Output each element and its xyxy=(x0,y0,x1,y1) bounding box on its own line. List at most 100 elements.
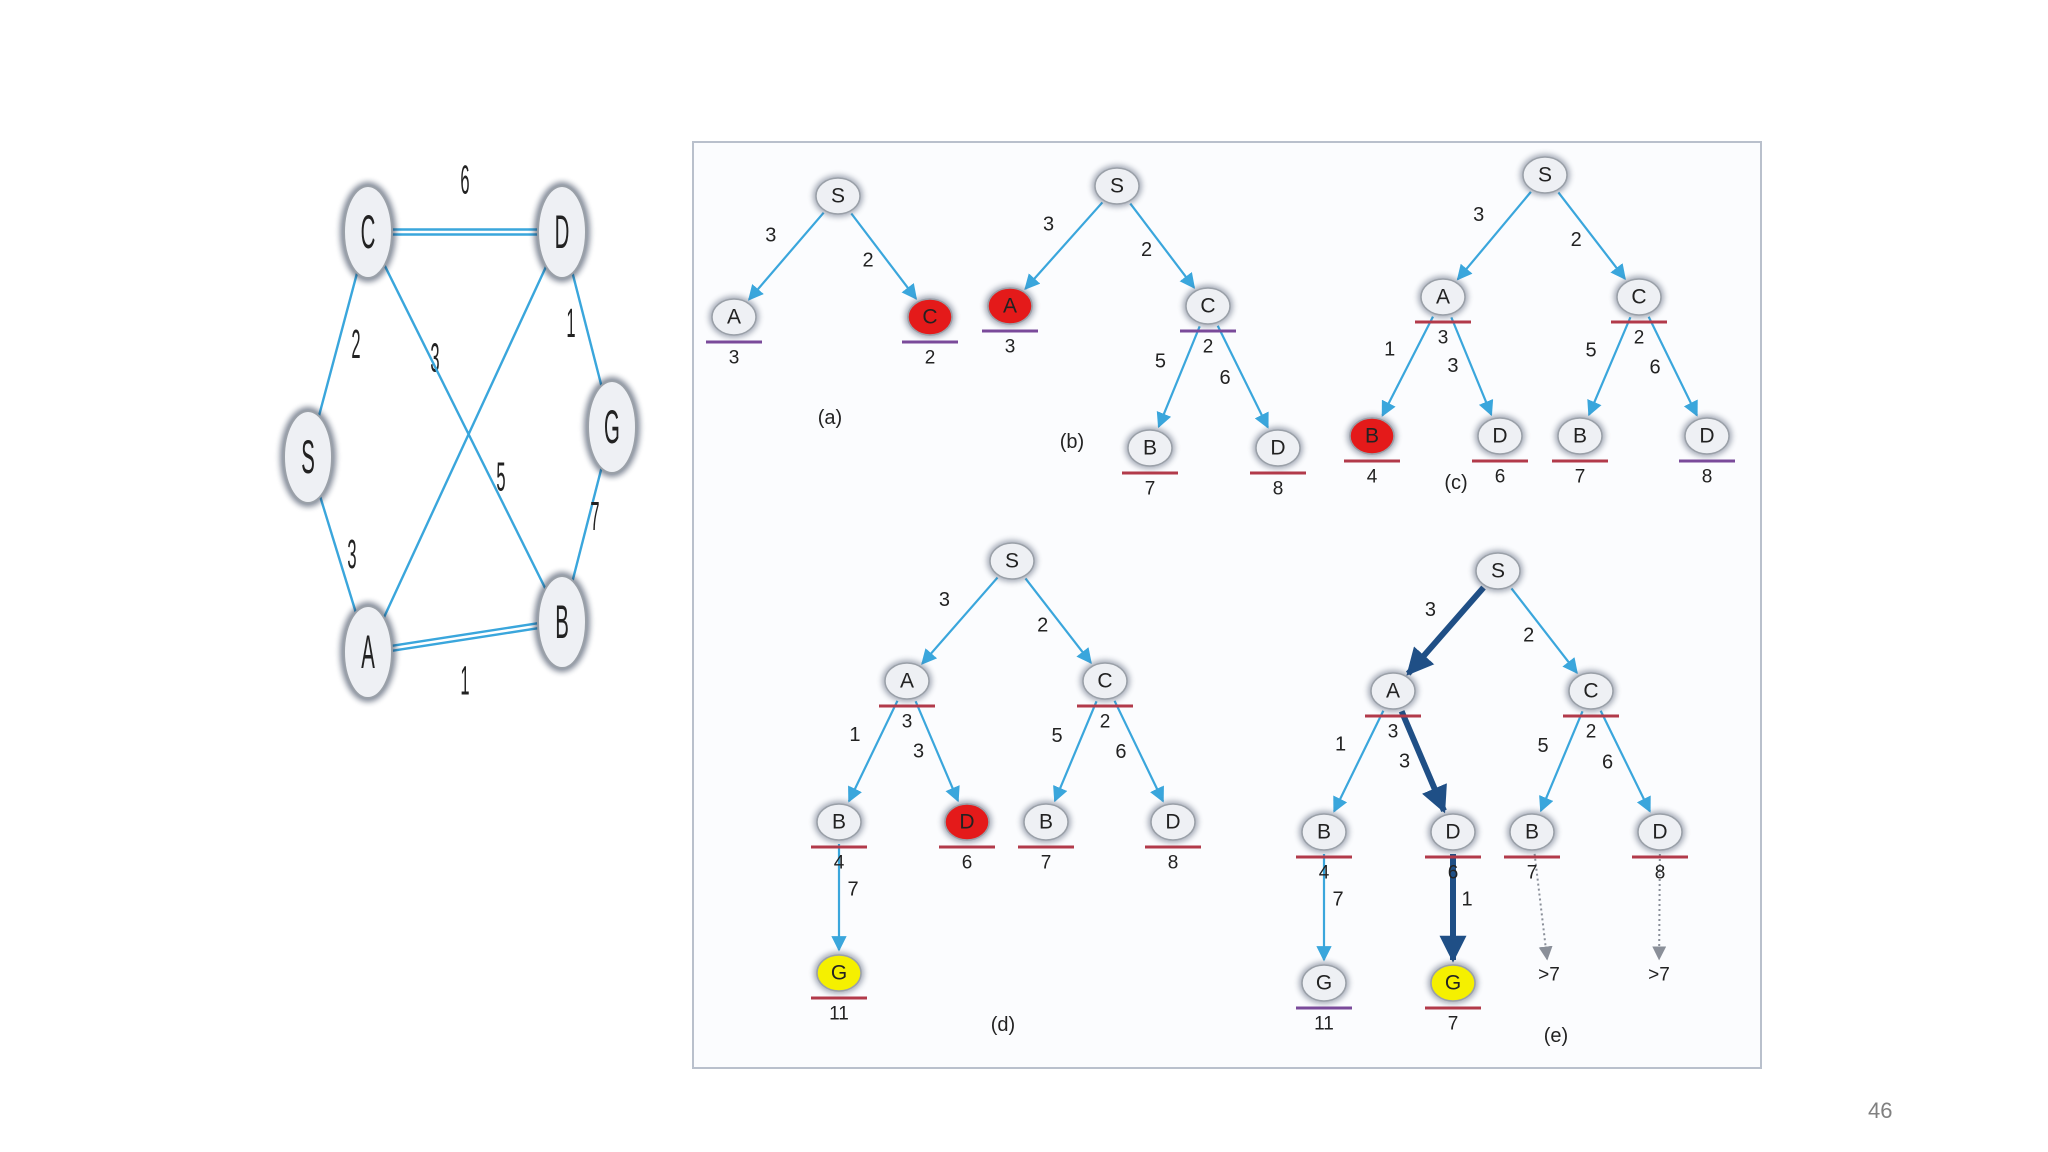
tree-e-node-A xyxy=(1370,672,1416,710)
tree-e-edge-weight-A-D1: 3 xyxy=(1399,750,1410,772)
tree-e-bound-X1: >7 xyxy=(1538,965,1560,986)
tree-e-node-label-S: S xyxy=(1491,560,1505,583)
tree-c-edge-weight-C-B2: 5 xyxy=(1586,340,1597,362)
tree-e-edge-weight-A-B1: 1 xyxy=(1335,734,1346,756)
tree-a-node-C xyxy=(907,298,953,336)
tree-a-cost-A: 3 xyxy=(729,348,740,369)
tree-c-edge-weight-S-A: 3 xyxy=(1473,204,1484,226)
graph-edge-weight-S-A: 3 xyxy=(347,532,356,578)
tree-e-edge-S-A xyxy=(1405,585,1486,676)
tree-d-edge-S-C xyxy=(1024,577,1092,665)
tree-a-edge-S-A xyxy=(747,211,825,301)
tree-b-caption: (b) xyxy=(1060,431,1084,453)
tree-e-node-label-C: C xyxy=(1583,680,1598,703)
tree-e-edge-weight-C-D2: 6 xyxy=(1602,751,1613,773)
tree-e-edge-weight-B1-G1: 7 xyxy=(1332,889,1343,911)
graph-edge-weight-S-C: 2 xyxy=(351,322,360,368)
tree-c-cost-D1: 6 xyxy=(1495,467,1506,488)
tree-e-edge-A-D1 xyxy=(1398,710,1447,814)
graph-edge-weight-B-G: 7 xyxy=(590,494,599,540)
tree-c-edge-A-B1 xyxy=(1381,316,1434,417)
tree-d-node-label-G: G xyxy=(831,962,847,985)
tree-c-edge-S-C xyxy=(1557,191,1626,281)
tree-b-node-S xyxy=(1094,167,1140,205)
tree-e-node-D2 xyxy=(1637,813,1683,851)
tree-d-edge-A-D1 xyxy=(914,700,960,803)
tree-c-node-label-D1: D xyxy=(1492,425,1507,448)
tree-c-edge-weight-C-D2: 6 xyxy=(1649,356,1660,378)
tree-d-cost-C: 2 xyxy=(1100,712,1111,733)
tree-b-node-D xyxy=(1255,429,1301,467)
tree-a-cost-C: 2 xyxy=(925,348,936,369)
tree-a-node-label-A: A xyxy=(727,306,741,329)
tree-e-node-label-B2: B xyxy=(1525,821,1539,844)
tree-d-node-S xyxy=(989,542,1035,580)
tree-e-cost-B1: 4 xyxy=(1319,863,1330,884)
graph-node-G xyxy=(587,380,637,474)
tree-e-node-label-D1: D xyxy=(1445,821,1460,844)
tree-d-node-label-C: C xyxy=(1097,670,1112,693)
tree-a-node-label-S: S xyxy=(831,185,845,208)
tree-c-edge-weight-A-D1: 3 xyxy=(1447,355,1458,377)
tree-d-node-label-D2: D xyxy=(1165,811,1180,834)
tree-c-node-label-A: A xyxy=(1436,286,1450,309)
tree-c-edge-S-A xyxy=(1456,191,1532,281)
tree-c-node-S xyxy=(1522,156,1568,194)
tree-e-edge-S-C xyxy=(1510,587,1578,675)
graph-node-label-B: B xyxy=(555,595,569,648)
tree-e-node-G2 xyxy=(1430,964,1476,1002)
tree-d-edge-weight-C-D2: 6 xyxy=(1115,741,1126,763)
tree-e-caption: (e) xyxy=(1544,1025,1568,1047)
graph-edge-S-C xyxy=(317,272,359,417)
graph-node-label-C: C xyxy=(361,205,376,258)
tree-e-cost-D2: 8 xyxy=(1655,863,1666,884)
tree-e-node-label-G2: G xyxy=(1445,972,1461,995)
tree-d-node-label-S: S xyxy=(1005,550,1019,573)
tree-c-node-D2 xyxy=(1684,417,1730,455)
tree-c-edge-C-B2 xyxy=(1587,316,1632,417)
tree-e-cost-A: 3 xyxy=(1388,722,1399,743)
tree-e-edge-weight-S-A: 3 xyxy=(1425,599,1436,621)
tree-d-node-label-B2: B xyxy=(1039,811,1053,834)
graph-node-label-G: G xyxy=(604,400,620,453)
tree-e-edge-weight-D1-G2: 1 xyxy=(1461,889,1472,911)
tree-a-edge-weight-S-C: 2 xyxy=(863,250,874,272)
tree-c-cost-B2: 7 xyxy=(1575,467,1586,488)
tree-e-edge-A-B1 xyxy=(1333,710,1385,813)
tree-b-cost-D: 8 xyxy=(1273,479,1284,500)
tree-e-node-D1 xyxy=(1430,813,1476,851)
tree-c-node-label-B2: B xyxy=(1573,425,1587,448)
graph-edge-A-B-second-line xyxy=(391,627,539,652)
tree-c-node-label-C: C xyxy=(1631,286,1646,309)
tree-e-node-label-D2: D xyxy=(1652,821,1667,844)
tree-b-node-A xyxy=(987,287,1033,325)
tree-d-node-label-B1: B xyxy=(832,811,846,834)
tree-e-cost-B2: 7 xyxy=(1527,863,1538,884)
tree-d-node-C xyxy=(1082,662,1128,700)
tree-d-caption: (d) xyxy=(991,1014,1015,1036)
tree-d-node-G xyxy=(816,954,862,992)
graph-edge-weight-A-B: 1 xyxy=(460,658,469,704)
tree-e-node-label-B1: B xyxy=(1317,821,1331,844)
tree-b-edge-C-D xyxy=(1216,325,1269,429)
tree-d-node-label-A: A xyxy=(900,670,914,693)
tree-c-edge-A-D1 xyxy=(1450,316,1494,417)
tree-e-node-B1 xyxy=(1301,813,1347,851)
tree-d-cost-B2: 7 xyxy=(1041,853,1052,874)
graph-node-S xyxy=(283,410,333,504)
tree-c-cost-C: 2 xyxy=(1634,328,1645,349)
tree-b-edge-weight-C-D: 6 xyxy=(1219,367,1230,389)
tree-c-cost-A: 3 xyxy=(1438,328,1449,349)
tree-c-node-D1 xyxy=(1477,417,1523,455)
tree-a-node-A xyxy=(711,298,757,336)
tree-c-node-label-D2: D xyxy=(1699,425,1714,448)
tree-b-node-C xyxy=(1185,287,1231,325)
tree-e-edge-C-D2 xyxy=(1599,710,1651,813)
tree-d-node-B1 xyxy=(816,803,862,841)
tree-b-node-label-B: B xyxy=(1143,437,1157,460)
